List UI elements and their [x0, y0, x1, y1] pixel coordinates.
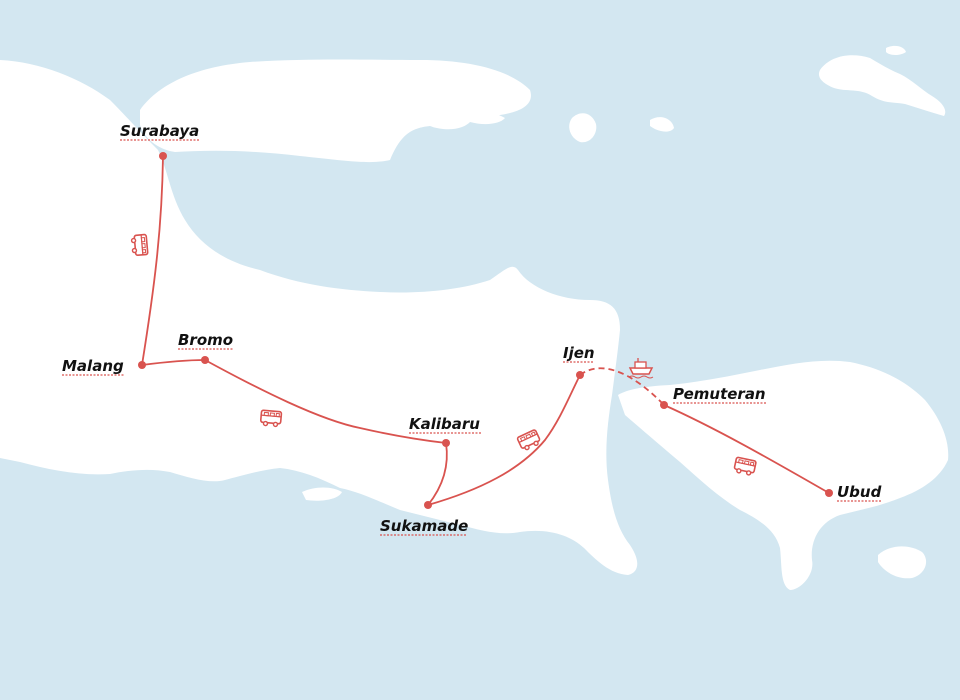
stop-kalibaru: [442, 439, 450, 447]
small-island-3: [886, 45, 906, 55]
route-surabaya-malang: [141, 155, 164, 366]
small-island-2: [650, 117, 674, 132]
route-sukamade-ijen: [427, 374, 581, 506]
label-surabaya: Surabaya: [120, 122, 199, 140]
stop-sukamade: [424, 501, 432, 509]
stop-ubud: [825, 489, 833, 497]
bali-island: [618, 360, 949, 590]
stop-ijen: [576, 371, 584, 379]
small-island-1: [569, 113, 597, 143]
java-island: [0, 60, 638, 575]
route-pemuteran-ubud: [663, 404, 830, 494]
label-kalibaru: Kalibaru: [409, 415, 480, 433]
route-bromo-kalibaru: [204, 359, 447, 444]
small-island-south: [302, 487, 342, 501]
route-ijen-pemuteran-ferry: [579, 367, 665, 406]
label-ijen: Ijen: [563, 344, 595, 362]
kangean-islands: [818, 55, 946, 116]
nusa-penida: [878, 546, 927, 579]
place-labels: Surabaya Malang Bromo Kalibaru Sukamade …: [62, 122, 882, 536]
label-pemuteran: Pemuteran: [673, 385, 766, 403]
stop-bromo: [201, 356, 209, 364]
route-kalibaru-sukamade: [427, 442, 448, 506]
route-malang-bromo: [141, 359, 206, 366]
madura-islet: [470, 113, 505, 125]
label-sukamade: Sukamade: [380, 517, 468, 535]
label-ubud: Ubud: [837, 483, 882, 501]
stop-pemuteran: [660, 401, 668, 409]
stop-malang: [138, 361, 146, 369]
stop-surabaya: [159, 152, 167, 160]
ferry-icon: [628, 358, 654, 379]
route: [141, 155, 830, 506]
label-bromo: Bromo: [178, 331, 233, 349]
label-malang: Malang: [62, 357, 124, 375]
stop-markers: [138, 152, 833, 509]
madura-island: [140, 59, 531, 163]
